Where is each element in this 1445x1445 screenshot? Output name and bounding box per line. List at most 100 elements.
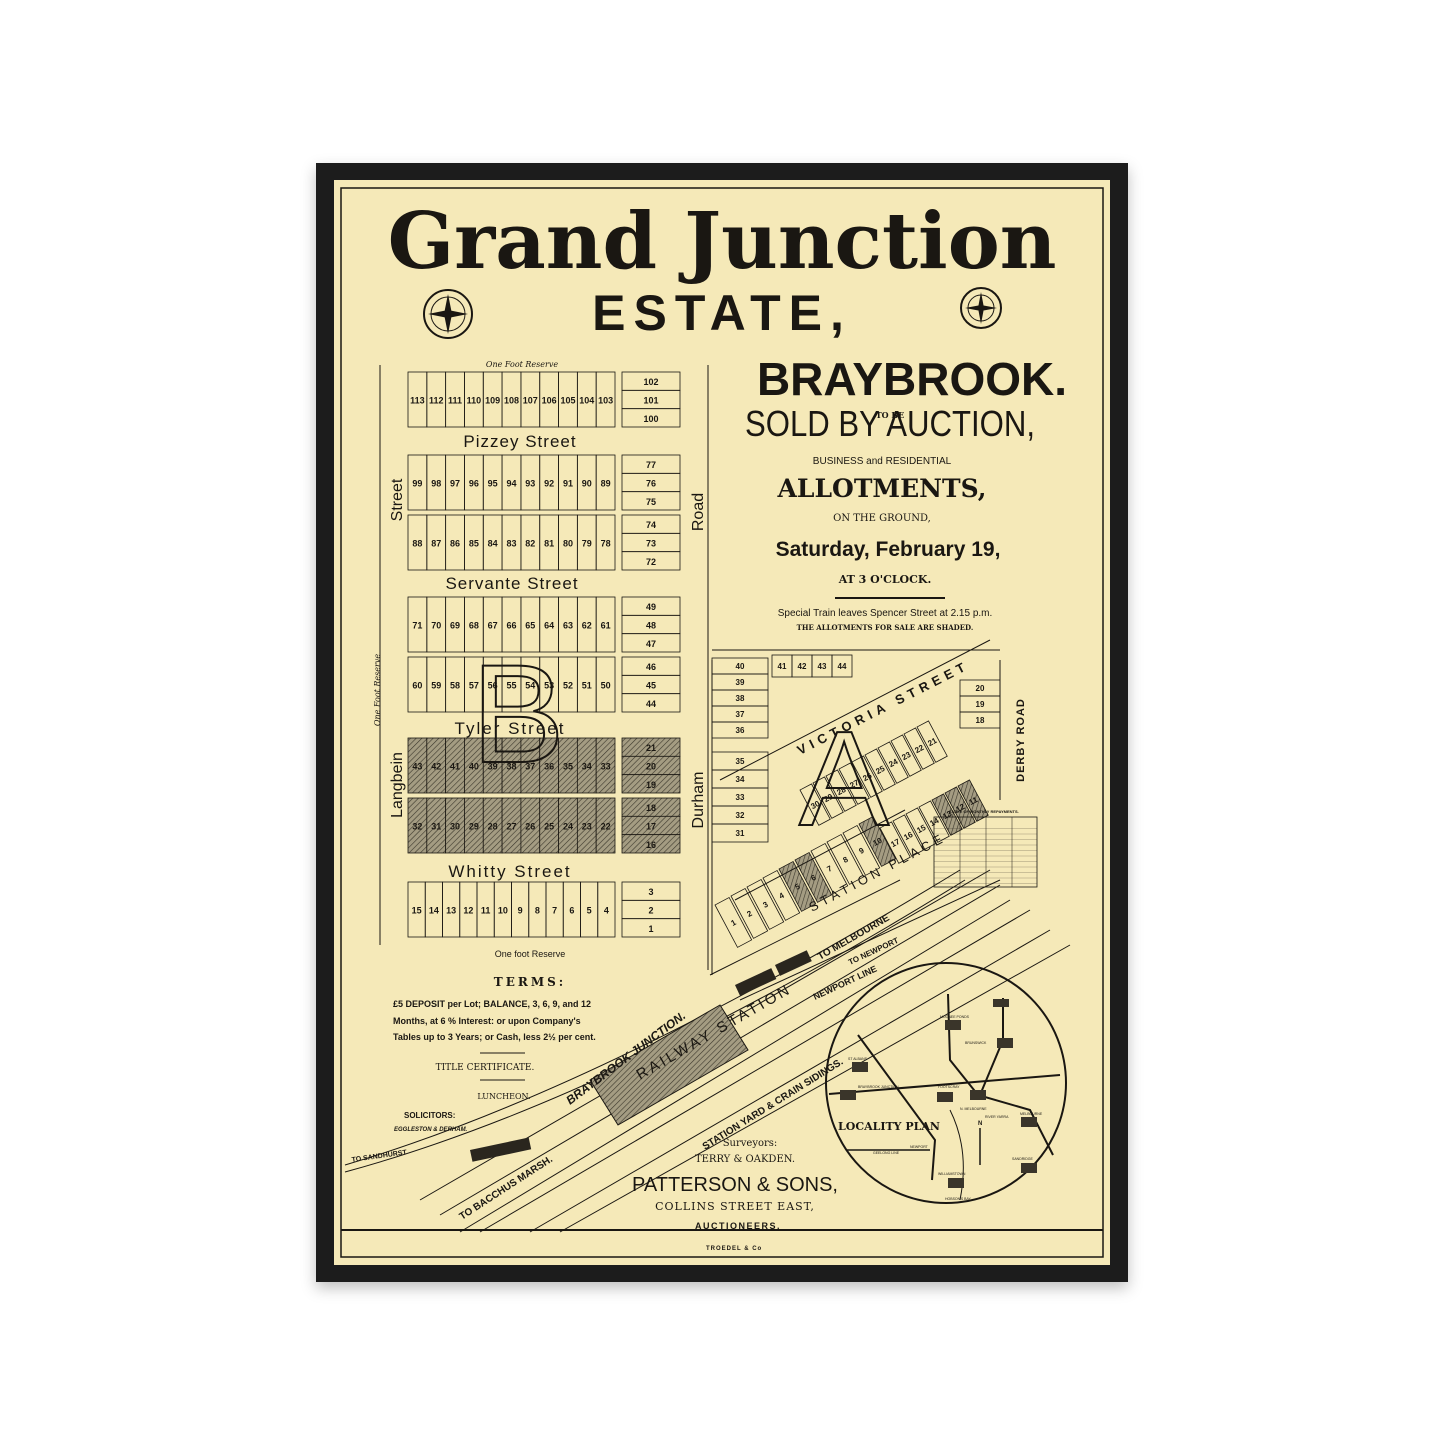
lot-number: 66: [506, 621, 516, 631]
lot-number: 42: [431, 762, 441, 772]
langbein-street-label: Street: [389, 478, 406, 521]
terms-line: £5 DEPOSIT per Lot; BALANCE, 3, 6, 9, an…: [393, 999, 591, 1009]
lot-parcel: 43: [811, 654, 833, 678]
lot-number: 21: [646, 743, 656, 753]
lot-parcel: 8: [826, 833, 865, 885]
lot-number: 24: [563, 822, 573, 832]
derby-road-label: DERBY ROAD: [1015, 698, 1027, 782]
lot-number: 27: [506, 822, 516, 832]
surveyors-name: TERRY & OAKDEN.: [695, 1154, 795, 1165]
lot-number: 9: [518, 906, 523, 916]
auctioneer-name: PATTERSON & SONS,: [632, 1174, 838, 1196]
place-label: BRAYBROOK JUNCTION: [858, 1085, 899, 1089]
lot-number: 105: [560, 396, 575, 406]
lot-number: 4: [777, 891, 786, 901]
lot-number: 26: [525, 822, 535, 832]
section-a-letter: A: [799, 703, 889, 854]
lot-number: 2: [648, 906, 653, 916]
lot-parcel: 6: [794, 851, 833, 903]
locality-plan-title: LOCALITY PLAN: [838, 1120, 940, 1133]
lot-parcel: 36: [711, 721, 769, 739]
shaded-note: THE ALLOTMENTS FOR SALE ARE SHADED.: [797, 623, 974, 632]
lot-number: 81: [544, 539, 554, 549]
lot-number: 22: [601, 822, 611, 832]
poster-title: Grand Junction: [388, 196, 1057, 287]
luncheon-text: LUNCHEON.: [477, 1092, 530, 1101]
langbein-label: Langbein: [389, 752, 406, 818]
lot-number: 55: [506, 681, 516, 691]
lot-number: 36: [736, 726, 745, 735]
lot-number: 23: [582, 822, 592, 832]
lot-number: 18: [976, 716, 985, 725]
lot-number: 50: [601, 681, 611, 691]
lot-number: 90: [582, 479, 592, 489]
lot-number: 8: [535, 906, 540, 916]
lot-number: 33: [736, 793, 745, 802]
surveyors-label: Surveyors:: [723, 1138, 778, 1149]
lot-number: 34: [582, 762, 592, 772]
place-label: FOOTSCRAY: [938, 1085, 960, 1089]
auctioneers-label: AUCTIONEERS.: [695, 1221, 781, 1231]
lot-number: 88: [412, 539, 422, 549]
lot-parcel: 13: [931, 793, 963, 836]
lot-parcel: 40: [711, 657, 769, 675]
lot-number: 44: [646, 699, 656, 709]
lot-number: 52: [563, 681, 573, 691]
compass-rose-icon: [423, 289, 473, 339]
lot-number: 46: [646, 662, 656, 672]
lot-number: 107: [523, 396, 538, 406]
lot-parcel: 22: [903, 727, 935, 770]
lot-number: 28: [488, 822, 498, 832]
lot-parcel: 3: [746, 878, 785, 930]
lot-parcel: [595, 737, 616, 794]
lot-number: 36: [544, 762, 554, 772]
terms-line: Months, at 6 % Interest: or upon Company…: [393, 1016, 581, 1026]
lot-number: 86: [450, 539, 460, 549]
lot-number: 54: [525, 681, 535, 691]
poster-subtitle: ESTATE,: [592, 285, 852, 341]
north-arrow-icon: N: [978, 1121, 982, 1127]
special-train-text: Special Train leaves Spencer Street at 2…: [778, 608, 993, 619]
lot-number: 18: [646, 803, 656, 813]
lot-parcel: 32: [711, 805, 769, 825]
lot-number: 19: [646, 780, 656, 790]
lot-number: 57: [469, 681, 479, 691]
lot-number: 104: [579, 396, 594, 406]
lot-parcel: 41: [771, 654, 793, 678]
lot-number: 97: [450, 479, 460, 489]
tyler-street-label: Tyler Street: [455, 719, 566, 738]
place-label: GEELONG LINE: [873, 1151, 900, 1155]
terms-title: TERMS:: [494, 975, 566, 989]
lot-number: 25: [544, 822, 554, 832]
lot-parcel: 11: [957, 779, 989, 822]
lot-parcel: 1: [714, 896, 753, 948]
lot-number: 71: [412, 621, 422, 631]
lot-number: 41: [450, 762, 460, 772]
lot-parcel: 21: [916, 720, 948, 763]
lot-parcel: [595, 797, 616, 854]
lot-parcel: [595, 514, 616, 571]
lot-number: 85: [469, 539, 479, 549]
lot-number: 82: [525, 539, 535, 549]
lot-number: 98: [431, 479, 441, 489]
allotments-text: ALLOTMENTS,: [777, 474, 987, 503]
repayments-title: TABLE OF MONTHLY REPAYMENTS.: [949, 809, 1019, 814]
lot-number: 59: [431, 681, 441, 691]
lot-number: 45: [646, 681, 656, 691]
lot-number: 77: [646, 460, 656, 470]
auctioneer-address: COLLINS STREET EAST,: [655, 1200, 815, 1213]
lot-number: 68: [469, 621, 479, 631]
lot-parcel: 44: [831, 654, 853, 678]
railway-station-building: [589, 1004, 749, 1126]
title-certificate: TITLE CERTIFICATE.: [436, 1063, 535, 1073]
lot-number: 31: [736, 829, 745, 838]
lot-number: 6: [569, 906, 574, 916]
lot-number: 106: [542, 396, 557, 406]
lot-number: 33: [601, 762, 611, 772]
lot-number: 38: [506, 762, 516, 772]
lot-number: 72: [646, 557, 656, 567]
lot-number: 3: [648, 887, 653, 897]
lot-number: 110: [467, 396, 482, 406]
place-label: MOONEE PONDS: [940, 1015, 970, 1019]
lot-parcel: 18: [959, 711, 1001, 729]
